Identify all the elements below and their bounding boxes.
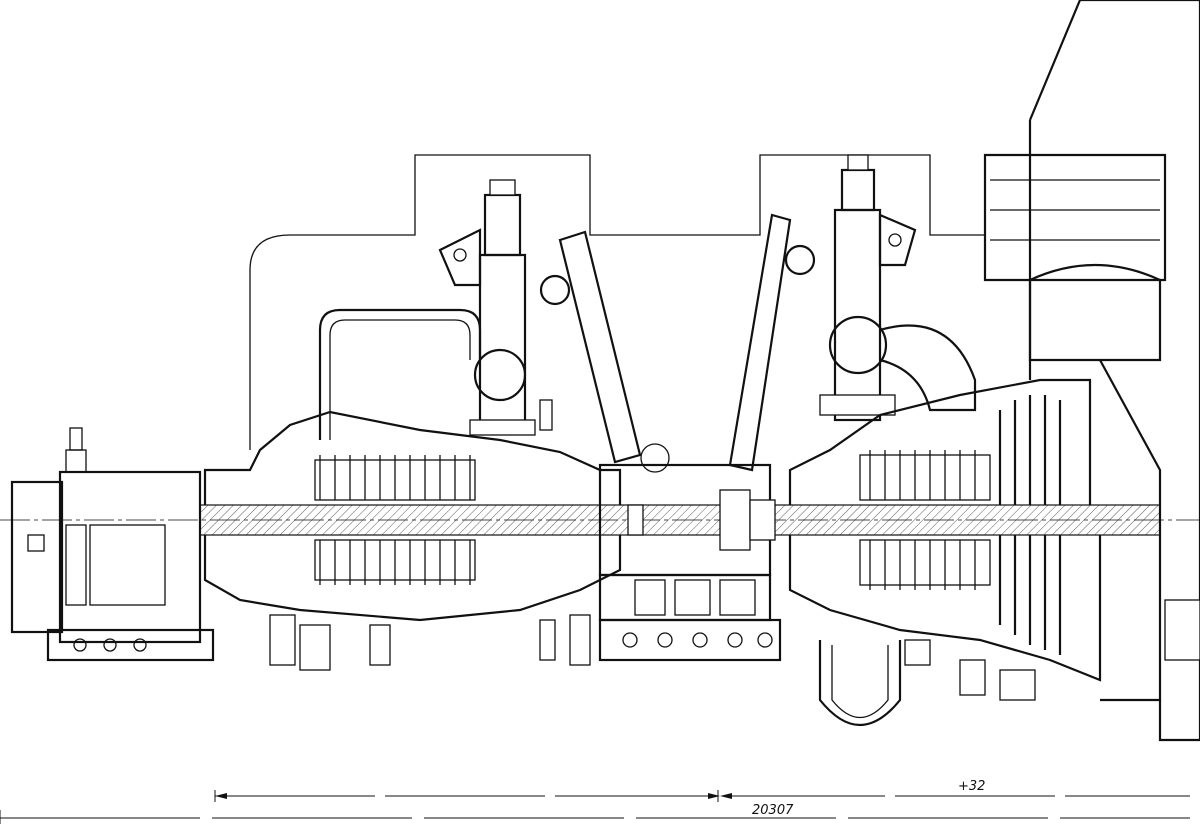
hp-control-valve (438, 179, 642, 464)
front-bearing-pedestal (10, 427, 215, 662)
hp-cylinder (203, 154, 985, 622)
overall-length-dimension: 20307 (752, 803, 794, 818)
exhaust-hood (983, 0, 1200, 742)
lp-cylinder (788, 378, 1102, 726)
offset-dimension: +32 (958, 779, 985, 794)
dimension-lines (0, 790, 1190, 824)
middle-bearing-pedestal (598, 443, 782, 662)
support-feet (269, 614, 1036, 701)
ip-control-valve (728, 154, 977, 472)
